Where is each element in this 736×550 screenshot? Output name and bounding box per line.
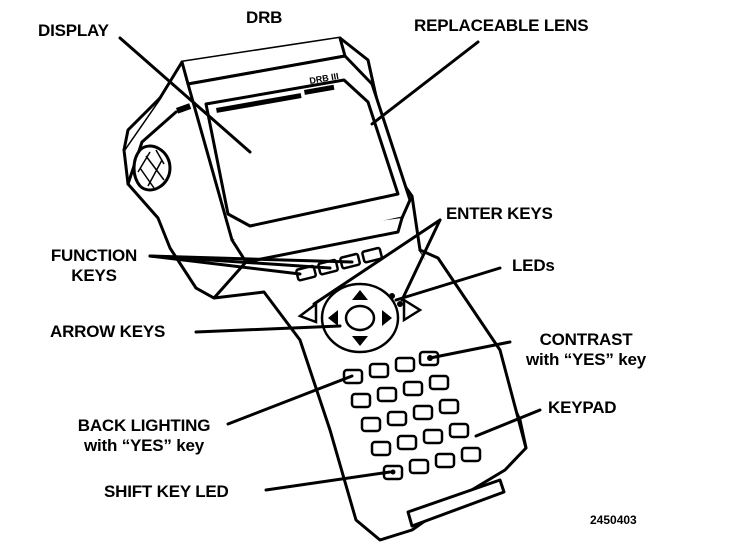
figure-title: DRB <box>246 8 283 27</box>
screen-text-bar <box>216 93 302 113</box>
label-back-lighting: BACK LIGHTING with “YES” key <box>56 416 232 456</box>
keypad-key-r3-1 <box>360 416 382 433</box>
leader-replaceable-lens <box>370 40 480 126</box>
keypad-key-r5-3 <box>434 452 456 469</box>
led-1 <box>389 293 395 299</box>
arrow-up <box>352 290 368 300</box>
keypad-key-r1-2 <box>368 362 390 379</box>
label-replaceable-lens: REPLACEABLE LENS <box>414 16 589 35</box>
function-key-ridge <box>230 216 404 264</box>
keypad-key-r2-3 <box>402 380 424 397</box>
arrow-key-center <box>344 304 376 332</box>
leader-enter-keys-a <box>312 218 442 306</box>
keypad-key-r2-1 <box>350 392 372 409</box>
label-contrast: CONTRAST with “YES” key <box>508 330 664 370</box>
screen-logo-bar <box>303 84 335 95</box>
figure-number: 2450403 <box>590 513 637 527</box>
body-lower-edge <box>194 260 248 300</box>
led-2 <box>397 301 403 307</box>
shift-key-led-dot <box>390 469 396 475</box>
leader-enter-keys-b <box>400 218 442 302</box>
keypad-key-r3-2 <box>386 410 408 427</box>
bottom-connector <box>406 478 506 528</box>
arrow-left <box>328 310 338 326</box>
function-key-4 <box>361 246 383 264</box>
enter-key-right <box>402 297 423 323</box>
leader-function-keys-c <box>148 254 354 264</box>
label-back-lighting-line2: with “YES” key <box>83 436 205 455</box>
label-contrast-line2: with “YES” key <box>525 350 647 369</box>
keypad-key-r5-4 <box>460 446 482 463</box>
label-leds: LEDs <box>512 256 555 275</box>
label-shift-key-led: SHIFT KEY LED <box>104 482 229 501</box>
keypad-key-r3-3 <box>412 404 434 421</box>
leader-arrow-keys <box>194 324 342 334</box>
screen-side-mark <box>175 103 192 114</box>
keypad-key-r3-4 <box>438 398 460 415</box>
enter-key-left <box>297 301 318 324</box>
label-arrow-keys: ARROW KEYS <box>50 322 166 341</box>
label-function-keys-line2: KEYS <box>71 266 117 285</box>
label-contrast-line1: CONTRAST <box>539 330 633 349</box>
leader-keypad <box>474 408 542 438</box>
leader-back-lighting <box>226 374 354 426</box>
keypad-key-r5-2 <box>408 458 430 475</box>
keypad-key-r2-2 <box>376 386 398 403</box>
keypad-key-r4-3 <box>422 428 444 445</box>
side-connector <box>132 144 172 192</box>
display-screen <box>204 78 400 228</box>
label-back-lighting-line1: BACK LIGHTING <box>77 416 211 435</box>
keypad-key-r4-1 <box>370 440 392 457</box>
leader-display <box>118 36 252 154</box>
arrow-right <box>382 310 392 326</box>
label-function-keys-line1: FUNCTION <box>50 246 138 265</box>
keypad-key-r1-3 <box>394 356 416 373</box>
label-enter-keys: ENTER KEYS <box>446 204 553 223</box>
leader-contrast <box>428 340 512 360</box>
leader-leds <box>394 266 502 302</box>
leader-shift-key-led <box>264 470 392 492</box>
function-key-1 <box>295 264 317 282</box>
label-display: DISPLAY <box>38 21 109 40</box>
arrow-down <box>352 336 368 346</box>
keypad-key-r2-4 <box>428 374 450 391</box>
keypad-key-r4-4 <box>448 422 470 439</box>
label-function-keys: FUNCTION KEYS <box>38 246 150 286</box>
label-keypad: KEYPAD <box>548 398 617 417</box>
keypad-key-r4-2 <box>396 434 418 451</box>
